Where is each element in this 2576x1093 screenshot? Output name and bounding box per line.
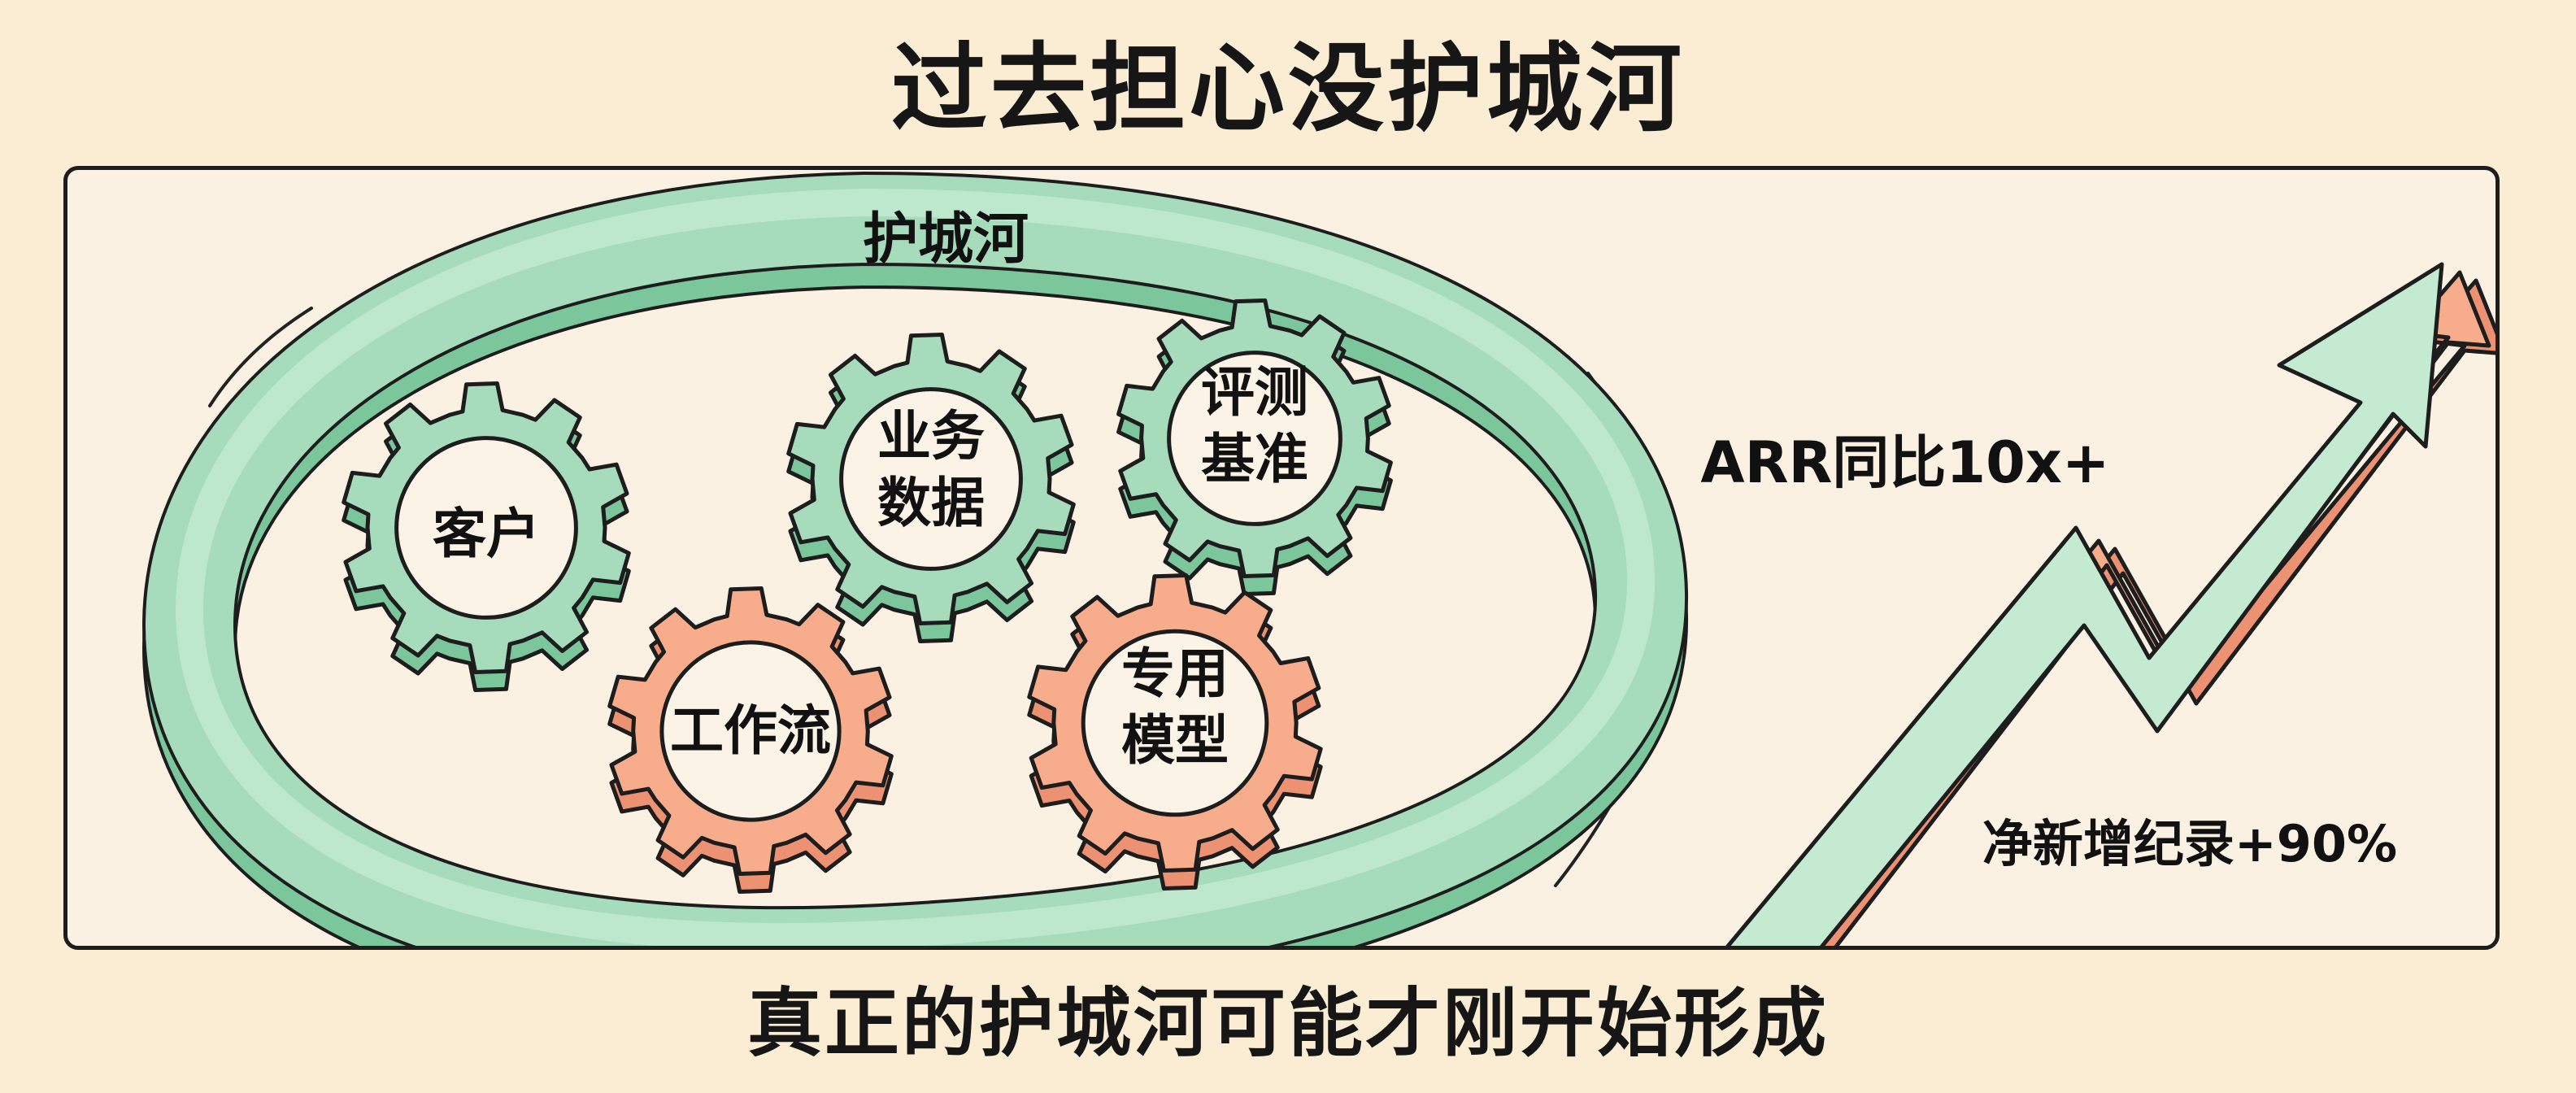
diagram-panel: 护城河 客户 业务 数据 评测 基准 (63, 166, 2500, 950)
footer-caption: 真正的护城河可能才刚开始形成 (746, 980, 1829, 1067)
gear-customer: 客户 (342, 381, 631, 692)
gear-label: 客户 (433, 503, 540, 565)
gear-hub (1167, 351, 1342, 526)
gear-label: 专用 (1121, 642, 1229, 705)
moat-diagram: 护城河 客户 业务 数据 评测 基准 (141, 171, 2496, 946)
gear-label: 工作流 (670, 699, 831, 762)
arr-growth-label: ARR同比10x+ (1700, 429, 2109, 496)
gear-hub (394, 436, 578, 620)
net-new-record-label: 净新增纪录+90% (1982, 814, 2397, 873)
gear-label: 基准 (1201, 428, 1308, 490)
gear-label: 模型 (1121, 709, 1229, 772)
gear-label: 业务 (877, 405, 985, 468)
gear-hub (659, 640, 842, 822)
gear-dedicated-model: 专用 模型 (1027, 573, 1323, 891)
gear-label: 数据 (877, 472, 985, 534)
gear-hub (1081, 629, 1269, 817)
gear-business-data: 业务 数据 (786, 333, 1076, 643)
gear-label: 评测 (1201, 361, 1308, 424)
growth-arrow (1725, 262, 2496, 946)
gear-benchmark: 评测 基准 (1116, 298, 1393, 596)
gear-hub (839, 387, 1023, 571)
gear-cluster: 客户 业务 数据 评测 基准 工作流 专用 (342, 298, 1393, 894)
page-title: 过去担心没护城河 (890, 33, 1685, 145)
moat-label: 护城河 (863, 207, 1029, 272)
gear-workflow: 工作流 (607, 586, 894, 894)
moat-ring (141, 171, 1689, 946)
